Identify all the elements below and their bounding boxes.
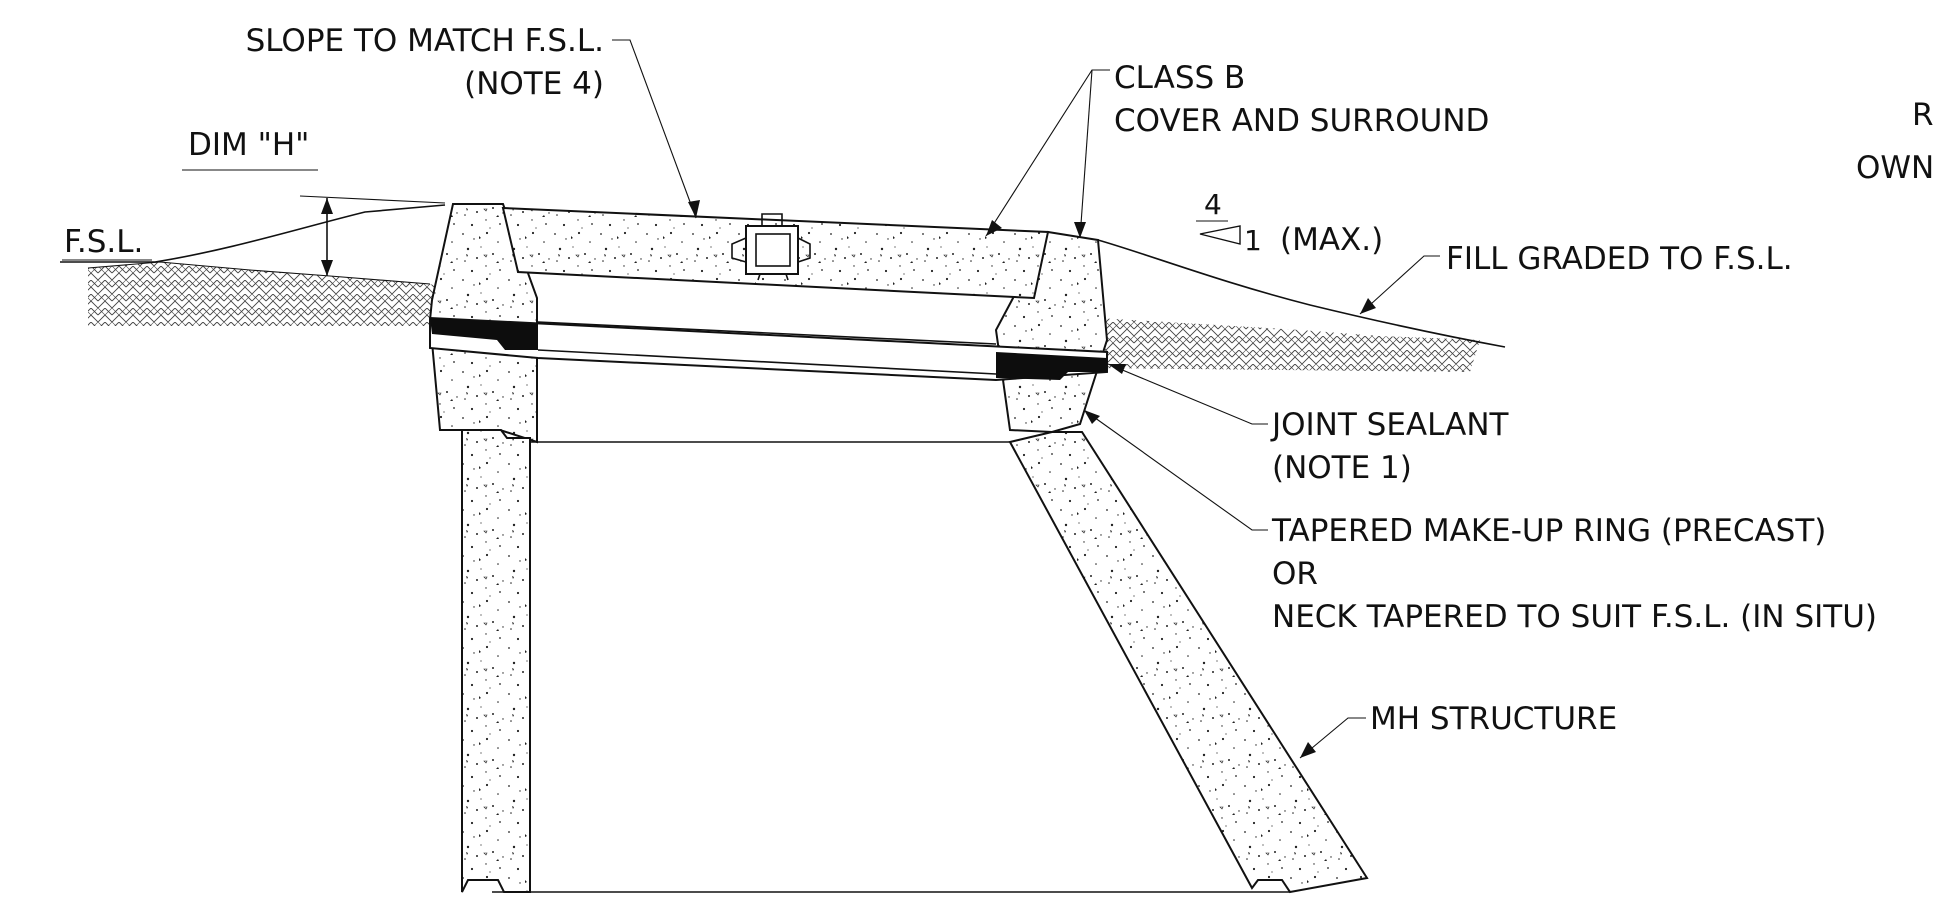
fsl-line-left <box>60 204 446 263</box>
label-cover-and-surround: COVER AND SURROUND <box>1114 103 1489 139</box>
ground-left <box>87 261 448 326</box>
leader-fill-graded <box>1359 255 1440 315</box>
leader-joint-sealant <box>1107 363 1268 425</box>
mh-wall-left <box>461 429 531 893</box>
leader-class-b <box>985 69 1110 239</box>
ground-right <box>1098 318 1480 372</box>
leader-mh-structure <box>1299 717 1366 759</box>
leader-slope-to-match <box>612 39 700 219</box>
fill-line-right <box>1097 239 1506 348</box>
label-or: OR <box>1272 556 1318 592</box>
label-dim-h: DIM "H" <box>188 127 309 163</box>
label-fill-graded: FILL GRADED TO F.S.L. <box>1446 241 1793 277</box>
dim-h-marker <box>182 169 446 276</box>
surface-box <box>731 213 811 281</box>
label-slope-rise: 4 <box>1204 188 1222 221</box>
label-joint-sealant: JOINT SEALANT <box>1270 407 1510 443</box>
joint-sealant-right <box>996 352 1107 380</box>
label-fsl: F.S.L. <box>64 224 143 260</box>
tapered-makeup-ring <box>429 316 1108 382</box>
label-note-1: (NOTE 1) <box>1272 450 1412 486</box>
label-edge-own: OWN <box>1856 150 1934 186</box>
label-slope-to-match: SLOPE TO MATCH F.S.L. <box>246 23 604 59</box>
label-mh-structure: MH STRUCTURE <box>1370 701 1617 737</box>
label-slope-max: (MAX.) <box>1280 222 1383 258</box>
joint-sealant-left <box>430 318 538 350</box>
label-note-4: (NOTE 4) <box>464 66 604 102</box>
label-class-b: CLASS B <box>1114 60 1245 96</box>
slope-symbol <box>1196 220 1241 245</box>
mh-wall-right <box>1008 431 1369 894</box>
label-tapered-ring: TAPERED MAKE-UP RING (PRECAST) <box>1271 513 1826 549</box>
leader-tapered-ring <box>1083 409 1268 531</box>
label-slope-run: 1 <box>1244 224 1262 257</box>
label-neck-tapered: NECK TAPERED TO SUIT F.S.L. (IN SITU) <box>1272 599 1877 635</box>
label-edge-r: R <box>1912 97 1934 133</box>
